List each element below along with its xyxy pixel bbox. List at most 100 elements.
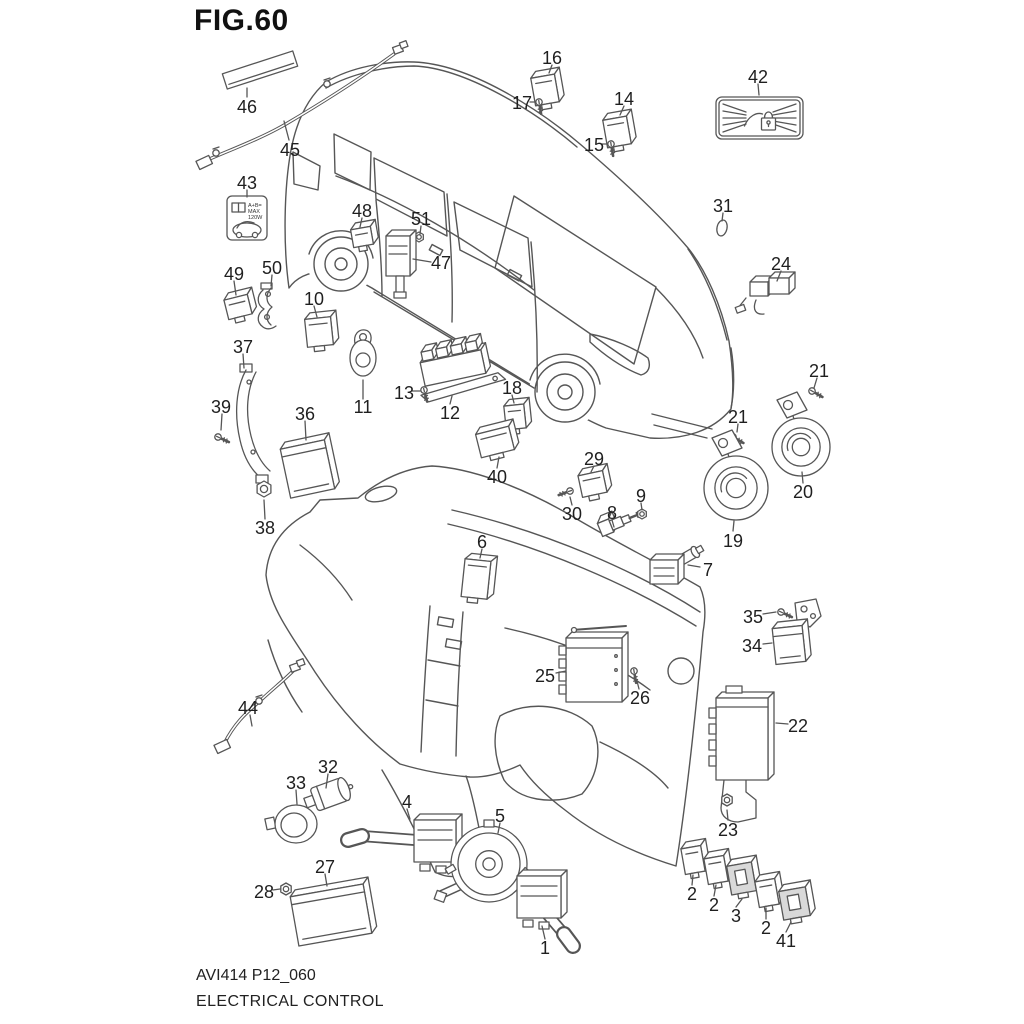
- callout-leader-47-5: [412, 258, 432, 263]
- bolt-39: [214, 433, 231, 444]
- callout-1-48: 1: [540, 938, 550, 958]
- power-window-switch-12: [419, 332, 507, 403]
- callout-36-19: 36: [295, 404, 315, 424]
- sensor-24: [734, 271, 796, 315]
- grommet-31: [716, 219, 728, 237]
- car-windows: [292, 133, 657, 365]
- callout-21-30: 21: [728, 407, 748, 427]
- nut-28: [280, 882, 292, 896]
- switch-8: [596, 510, 643, 538]
- callout-leader-8-27: [611, 519, 615, 528]
- wiper-switch-4: [340, 813, 463, 874]
- callout-leader-34-36: [762, 642, 773, 645]
- callout-24-12: 24: [771, 254, 791, 274]
- nut-9: [637, 508, 647, 520]
- clip-49: [223, 286, 258, 324]
- nut-38: [256, 480, 272, 498]
- switch-41: [778, 879, 816, 925]
- bracket-50: [257, 282, 277, 330]
- controller-47: [385, 229, 417, 299]
- callout-46-0: 46: [237, 97, 257, 117]
- rear-wheel: [313, 236, 369, 292]
- callout-leader-5-45: [497, 822, 501, 834]
- callout-13-21: 13: [394, 383, 414, 403]
- callout-27-46: 27: [315, 857, 335, 877]
- callout-leader-40-24: [496, 456, 500, 469]
- callout-12-22: 12: [440, 403, 460, 423]
- figure-code: AVI414 P12_060: [196, 967, 316, 984]
- controller-27: [289, 876, 378, 947]
- callout-48-3: 48: [352, 201, 372, 221]
- callout-leader-35-35: [762, 611, 777, 615]
- callout-47-5: 47: [431, 253, 451, 273]
- wheel-masks: [308, 231, 601, 428]
- callout-leader-38-20: [263, 499, 266, 520]
- callout-leader-31-11: [721, 212, 724, 222]
- callout-leader-3-51: [735, 898, 743, 908]
- callout-20-31: 20: [793, 482, 813, 502]
- callout-16-6: 16: [542, 48, 562, 68]
- callout-leader-24-12: [776, 270, 782, 282]
- grommet-11: [349, 329, 377, 377]
- callout-leader-33-42: [295, 789, 298, 805]
- callout-3-51: 3: [731, 906, 741, 926]
- rear-fender-arch: [308, 230, 374, 259]
- screw-26: [630, 667, 639, 685]
- callout-39-18: 39: [211, 397, 231, 417]
- horn-19: [703, 429, 769, 521]
- bezel-33: [264, 804, 318, 844]
- callout-leader-6-33: [479, 548, 483, 559]
- svg-text:A+B=: A+B=: [248, 203, 262, 209]
- callout-leader-26-38: [636, 680, 640, 690]
- screw-17: [535, 98, 544, 116]
- callout-leader-21-30: [736, 423, 739, 433]
- callout-35-35: 35: [743, 607, 763, 627]
- callout-leader-22-39: [775, 722, 789, 725]
- callout-leader-45-1: [283, 120, 290, 141]
- callout-18-23: 18: [502, 378, 522, 398]
- callout-leader-18-23: [511, 394, 515, 404]
- callout-leader-2-50: [713, 884, 717, 897]
- callout-34-36: 34: [742, 636, 762, 656]
- callout-leader-42-10: [757, 83, 760, 96]
- callout-leader-29-25: [590, 465, 595, 473]
- callout-leader-21-29: [813, 377, 818, 389]
- callout-23-40: 23: [718, 820, 738, 840]
- callout-17-7: 17: [512, 93, 532, 113]
- callout-31-11: 31: [713, 196, 733, 216]
- callout-2-50: 2: [709, 895, 719, 915]
- callout-15-9: 15: [584, 135, 604, 155]
- relay-34: [771, 618, 812, 666]
- callout-leader-10-15: [313, 305, 318, 318]
- callout-10-15: 10: [304, 289, 324, 309]
- callout-2-49: 2: [687, 884, 697, 904]
- callout-leader-19-32: [732, 520, 735, 532]
- callout-38-20: 38: [255, 518, 275, 538]
- switch-16: [530, 66, 565, 111]
- callout-leader-39-18: [220, 413, 223, 431]
- callout-45-1: 45: [280, 140, 300, 160]
- controller-25: [558, 625, 629, 703]
- wiring-lead-44: [213, 658, 306, 755]
- stop-lamp-switch-7: [649, 544, 705, 585]
- callout-8-27: 8: [607, 503, 617, 523]
- callout-9-28: 9: [636, 486, 646, 506]
- callout-28-47: 28: [254, 882, 274, 902]
- front-wheel: [534, 361, 596, 423]
- callout-5-45: 5: [495, 806, 505, 826]
- callout-14-8: 14: [614, 89, 634, 109]
- callout-41-53: 41: [776, 931, 796, 951]
- callout-leader-27-46: [324, 873, 328, 887]
- car-roof-inner-line: [325, 65, 578, 148]
- callout-43-2: 43: [237, 173, 257, 193]
- roof-molding-46: [221, 50, 299, 90]
- callout-42-10: 42: [748, 67, 768, 87]
- callout-leader-32-43: [325, 773, 329, 789]
- controller-22: [708, 685, 775, 823]
- callout-leader-25-37: [555, 670, 567, 674]
- callout-leader-41-53: [785, 921, 792, 933]
- callout-37-17: 37: [233, 337, 253, 357]
- callout-7-34: 7: [703, 560, 713, 580]
- callout-26-38: 26: [630, 688, 650, 708]
